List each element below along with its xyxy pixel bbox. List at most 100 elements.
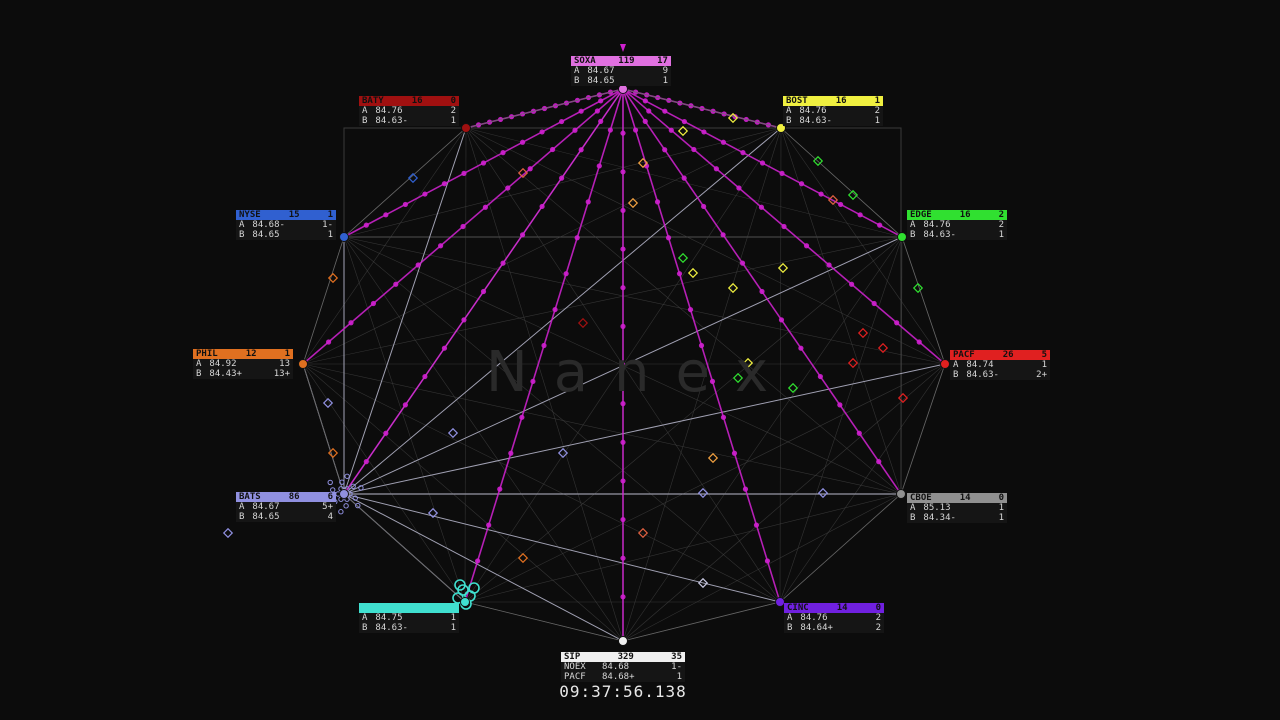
quote-fragment: [222, 527, 234, 539]
quote-fragment: [697, 577, 709, 589]
faint-chord: [302, 363, 624, 642]
spoke-quote-marker: [486, 522, 492, 528]
bats-hub-marker: [343, 503, 349, 509]
quote-fragment: [517, 167, 529, 179]
spoke-quote-marker: [500, 260, 506, 266]
bats-hub-marker: [339, 479, 345, 485]
spoke-quote-marker: [720, 139, 727, 145]
spoke-quote-marker: [662, 147, 668, 153]
spoke-quote-marker: [598, 118, 604, 124]
quote-fragment: [877, 342, 889, 354]
exchange-node-cinc: [775, 597, 785, 607]
faint-chord: [464, 493, 902, 603]
spoke-quote-marker: [701, 203, 707, 210]
spoke-quote-marker: [698, 342, 705, 349]
spoke-quote-marker: [620, 169, 626, 175]
spoke-quote-marker: [894, 320, 900, 326]
bats-chord: [343, 127, 782, 495]
spoke-quote-marker: [497, 486, 503, 492]
quote-fragment: [427, 507, 439, 519]
spoke-quote-marker: [620, 478, 626, 484]
spoke-quote-marker: [480, 288, 487, 295]
quote-fragment: [557, 447, 569, 459]
spoke-quote-marker: [764, 558, 771, 564]
bats-chord: [343, 493, 781, 603]
perimeter-edge: [900, 363, 946, 495]
faint-chord: [302, 127, 467, 365]
spoke-quote-marker: [500, 150, 506, 156]
spoke-quote-marker: [461, 317, 467, 323]
spoke-quote-marker: [871, 300, 877, 307]
spoke-quote-marker: [856, 430, 862, 436]
spoke-quote-marker: [731, 450, 738, 456]
spoke-quote-marker: [422, 191, 428, 197]
quote-fragment: [327, 447, 339, 459]
perimeter-edge: [901, 236, 946, 365]
quote-fragment: [687, 267, 699, 279]
spoke-quote-marker: [620, 401, 626, 407]
spoke-quote-marker: [742, 486, 749, 492]
spoke-quote-marker: [687, 306, 694, 313]
spoke-quote-marker: [620, 516, 626, 523]
spoke-quote-marker: [620, 362, 626, 368]
spoke-quote-marker: [642, 98, 648, 104]
spoke-quote-marker: [415, 262, 421, 268]
exchange-node-sip: [618, 636, 628, 646]
faint-chord: [780, 127, 902, 495]
timestamp-clock: 09:37:56.138: [559, 682, 687, 701]
spoke-quote-marker: [578, 147, 584, 153]
faint-chord: [343, 236, 946, 365]
spoke-quote-marker: [519, 139, 526, 145]
spoke-quote-marker: [383, 430, 389, 436]
teal-cluster-marker: [468, 582, 480, 594]
spoke-quote-marker: [778, 317, 785, 323]
quote-fragment: [727, 112, 739, 124]
perimeter-edge: [302, 363, 345, 495]
spoke-quote-marker: [758, 204, 765, 210]
spoke-quote-marker: [826, 262, 832, 268]
bats-chord: [343, 127, 467, 495]
perimeter-edge: [464, 601, 624, 642]
bats-chord: [343, 493, 624, 642]
spoke-quote-marker: [691, 146, 697, 153]
spoke-quote-marker: [798, 345, 804, 351]
faint-chord: [779, 363, 946, 603]
perimeter-edge: [779, 493, 902, 603]
bats-hub-marker: [327, 479, 333, 486]
quote-fragment: [707, 452, 719, 464]
spoke-quote-marker: [596, 163, 602, 169]
quote-fragment: [637, 527, 649, 539]
bats-hub-marker: [358, 485, 364, 491]
faint-chord: [343, 236, 466, 603]
spoke-quote-marker: [363, 222, 369, 228]
faint-chord: [302, 363, 902, 495]
perimeter-edge: [780, 127, 903, 238]
spoke-quote-marker: [574, 235, 580, 241]
spoke-quote-marker: [916, 339, 922, 345]
spoke-quote-marker: [620, 246, 626, 252]
spoke-quote-marker: [527, 166, 533, 172]
teal-cluster-marker: [454, 579, 466, 591]
spoke-quote-marker: [460, 223, 466, 230]
spoke-quote-marker: [803, 243, 810, 249]
spoke-quote-marker: [559, 175, 565, 181]
spoke-quote-marker: [620, 594, 626, 600]
faint-chord: [465, 127, 902, 495]
spoke-quote-marker: [620, 439, 626, 445]
faint-chord: [780, 127, 946, 365]
faint-chord: [302, 363, 781, 603]
exchange-node-baty: [461, 123, 471, 133]
